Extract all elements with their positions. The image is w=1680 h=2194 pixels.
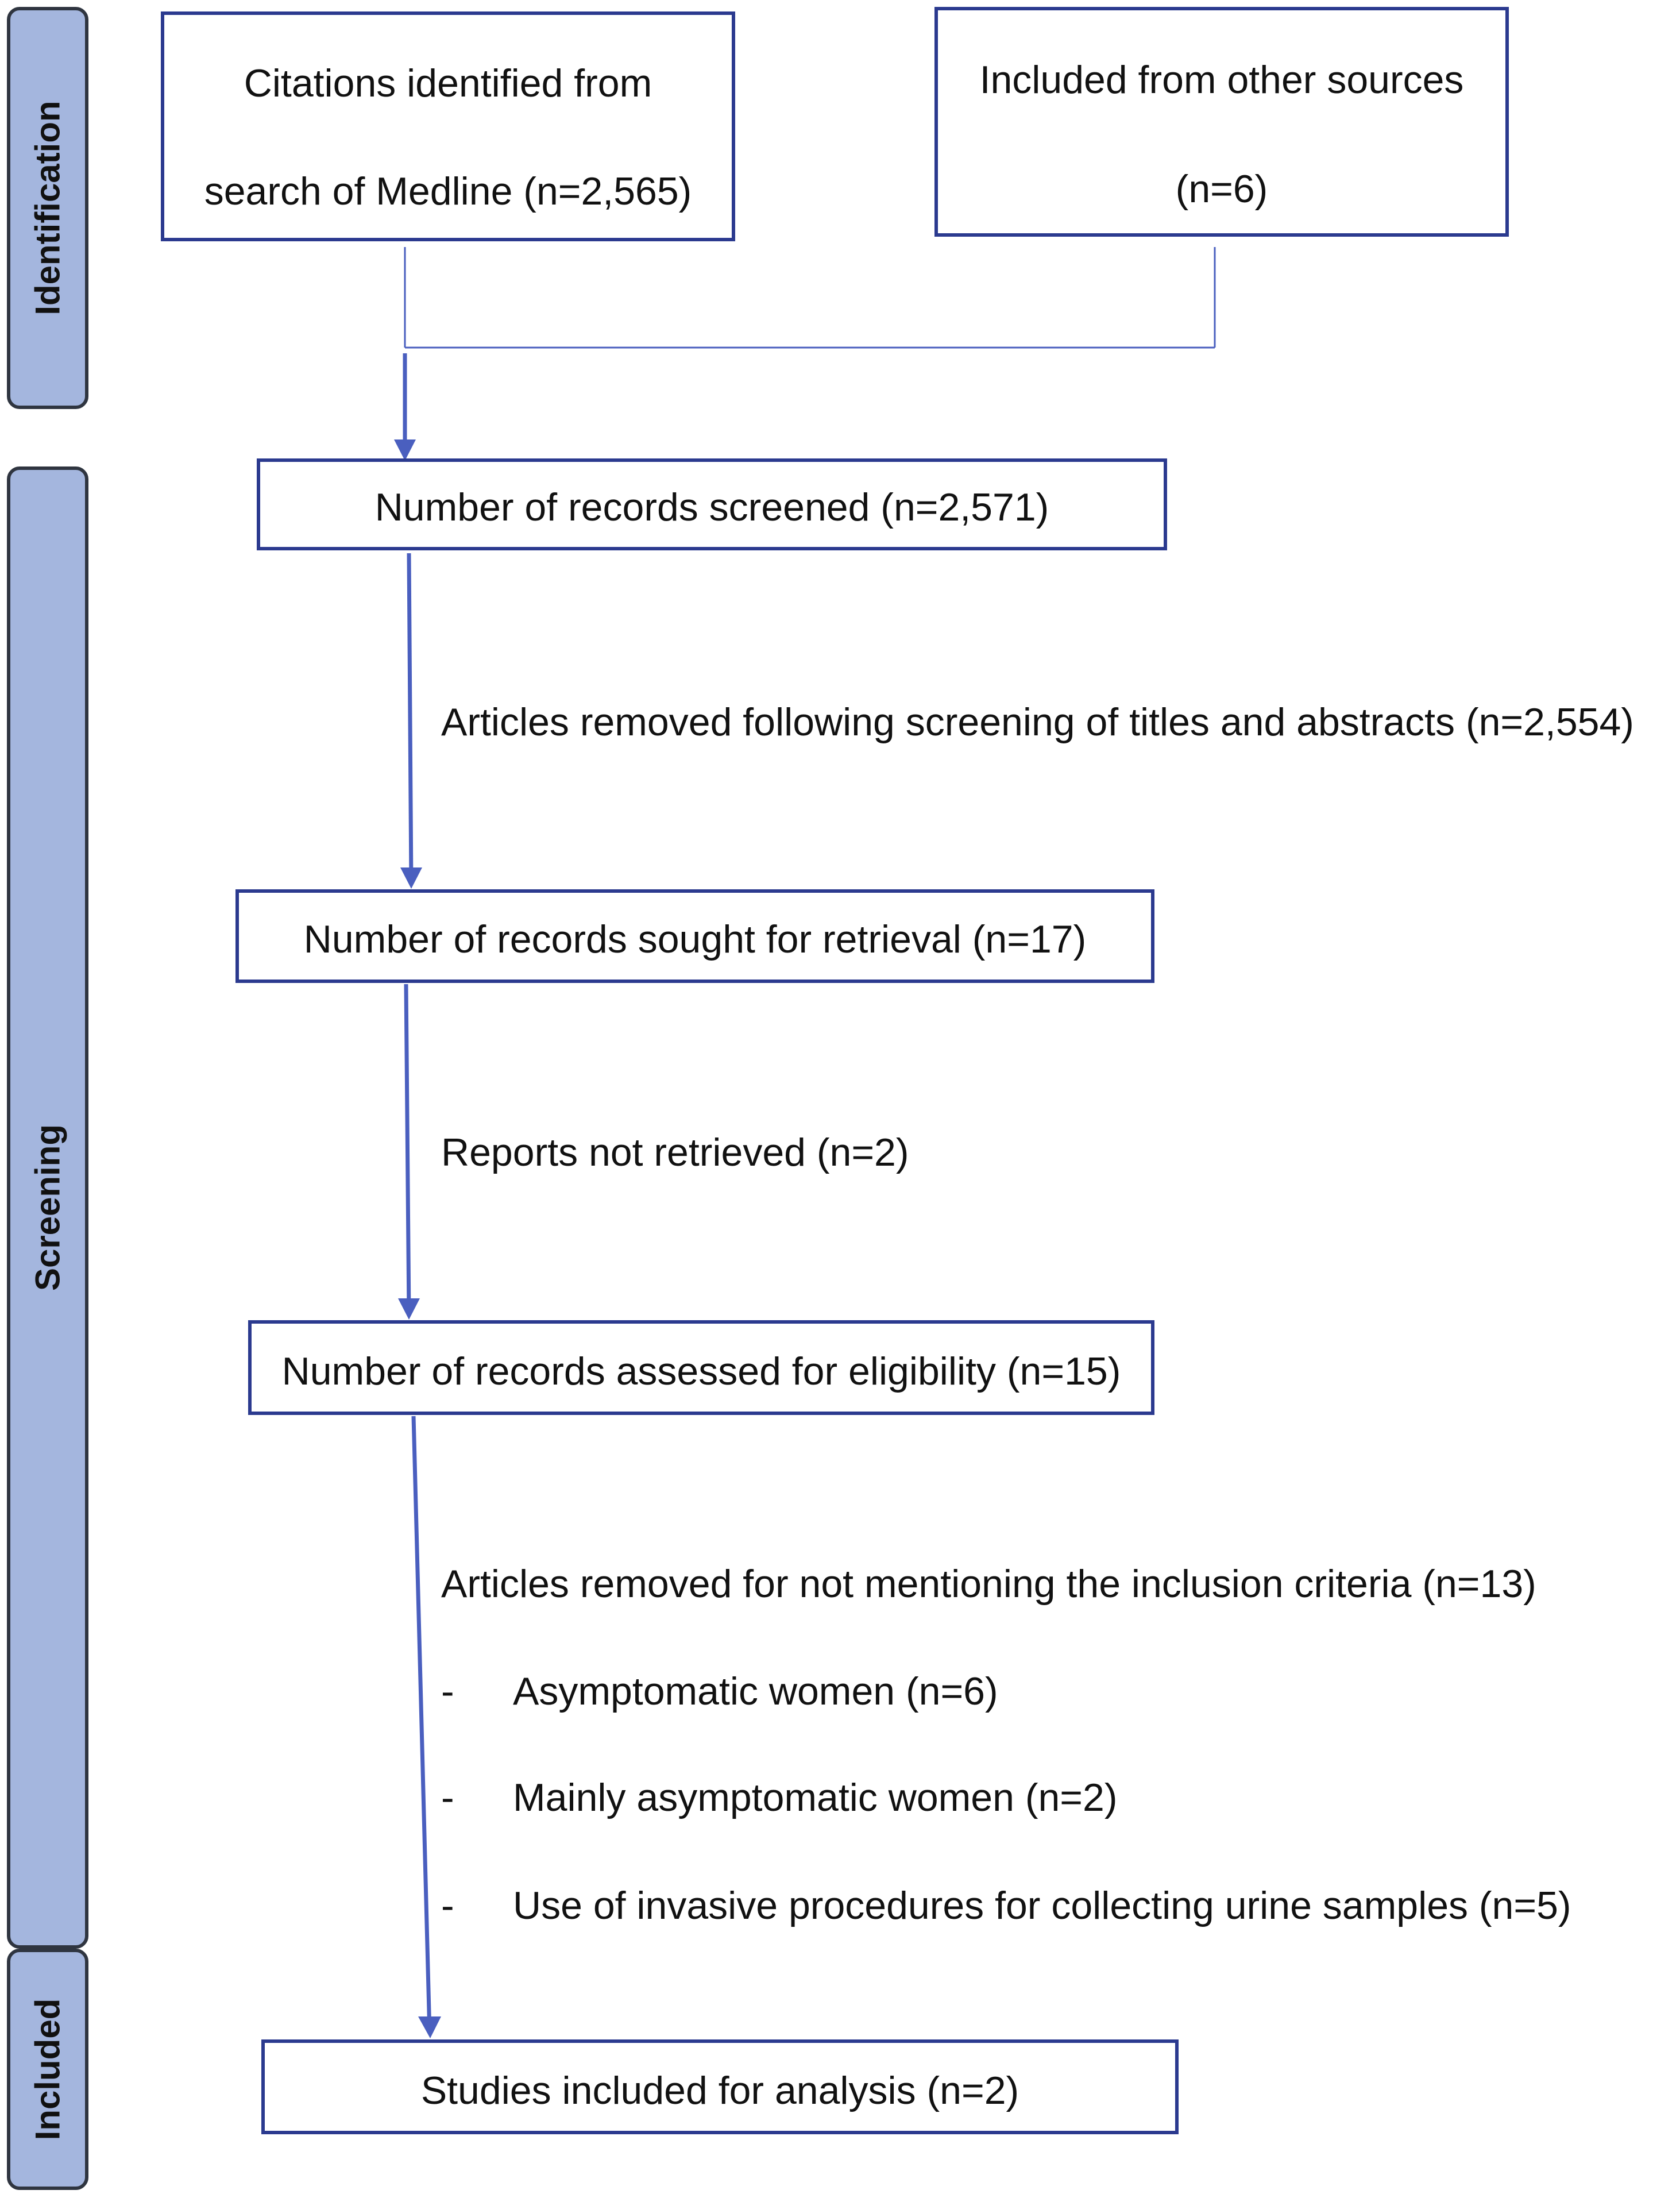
arrow-to-included-head: [418, 2016, 441, 2038]
other-sources-line-1: Included from other sources: [979, 58, 1464, 102]
phase-included: Included: [7, 1949, 88, 2190]
arrow-to-screened-head: [394, 439, 416, 461]
records-assessed-box: Number of records assessed for eligibili…: [248, 1320, 1154, 1415]
records-sought-label: Number of records sought for retrieval (…: [303, 917, 1087, 961]
not-retrieved-note: Reports not retrieved (n=2): [441, 1131, 909, 1174]
records-sought-box: Number of records sought for retrieval (…: [235, 889, 1154, 983]
removed-criteria-note: Articles removed for not mentioning the …: [441, 1562, 1536, 1606]
arrow-to-included: [411, 1416, 432, 2034]
arrow-to-sought-head: [400, 867, 422, 889]
criteria-item-2: Mainly asymptomatic women (n=2): [513, 1776, 1118, 1819]
studies-included-label: Studies included for analysis (n=2): [420, 2069, 1019, 2112]
medline-citations-line-1: Citations identified from: [244, 61, 652, 105]
arrow-to-assessed-head: [398, 1298, 420, 1320]
phase-identification: Identification: [7, 7, 88, 409]
other-sources-line-2: (n=6): [1175, 167, 1268, 211]
arrow-to-sought: [407, 553, 414, 885]
removed-after-screening-note: Articles removed following screening of …: [441, 700, 1634, 744]
records-screened-label: Number of records screened (n=2,571): [374, 485, 1049, 529]
criteria-item-2-bullet: -: [441, 1776, 454, 1819]
medline-citations-box: Citations identified from search of Medl…: [161, 11, 735, 241]
arrow-to-assessed: [404, 984, 411, 1316]
records-assessed-label: Number of records assessed for eligibili…: [281, 1349, 1121, 1393]
criteria-item-3: Use of invasive procedures for collectin…: [513, 1884, 1571, 1927]
criteria-item-1: Asymptomatic women (n=6): [513, 1669, 998, 1713]
phase-screening: Screening: [7, 466, 88, 1949]
studies-included-box: Studies included for analysis (n=2): [261, 2039, 1179, 2134]
criteria-item-1-bullet: -: [441, 1669, 454, 1713]
medline-citations-line-2: search of Medline (n=2,565): [204, 169, 692, 213]
criteria-item-3-bullet: -: [441, 1884, 454, 1927]
records-screened-box: Number of records screened (n=2,571): [257, 458, 1167, 550]
other-sources-box: Included from other sources (n=6): [934, 7, 1509, 237]
